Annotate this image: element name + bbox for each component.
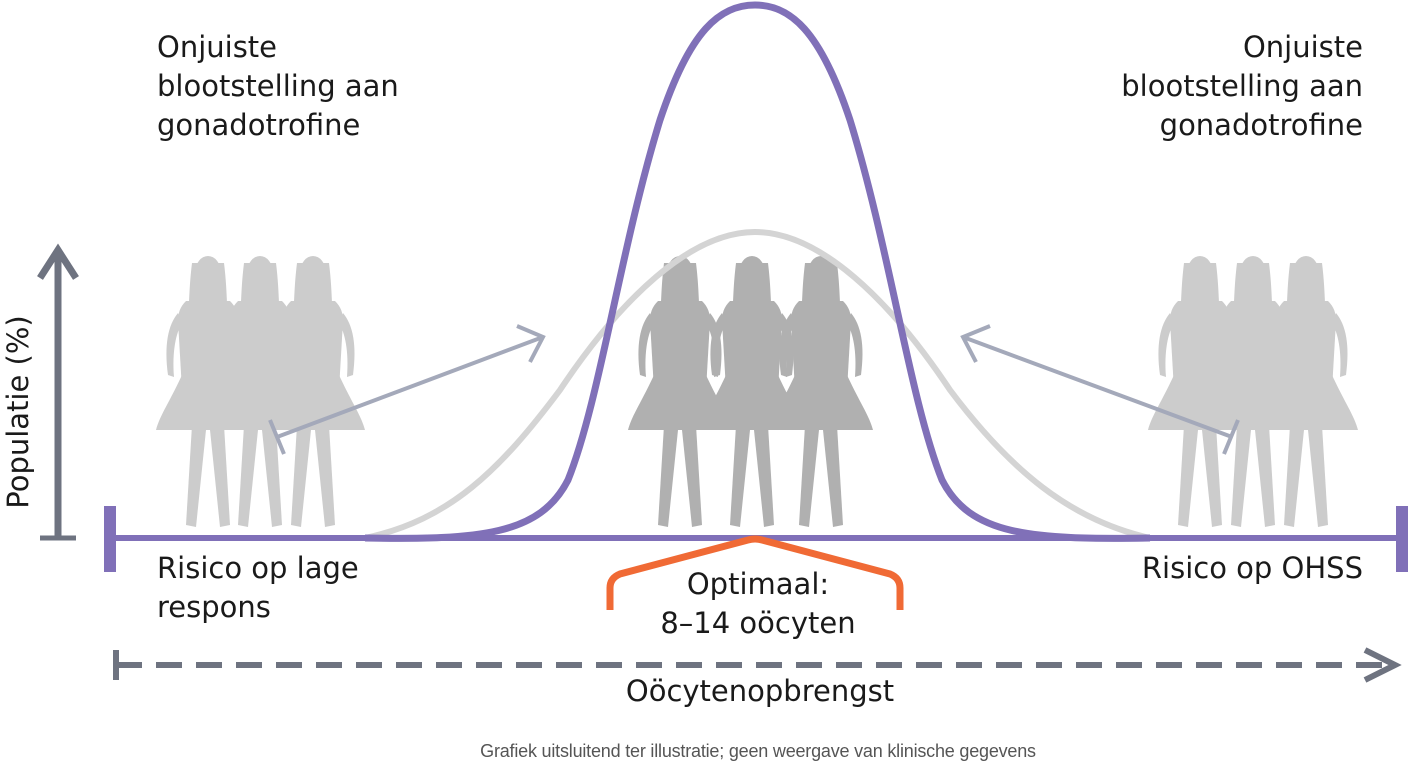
optimal-range-label: Optimaal: 8–14 oöcyten (660, 567, 856, 640)
silhouettes-right (1148, 256, 1358, 527)
x-axis-label: Oöcytenopbrengst (625, 674, 895, 708)
title-left: Onjuiste blootstelling aan gonadotrofine (157, 30, 399, 142)
arrow-left-to-center (268, 324, 546, 455)
y-axis-label: Populatie (%) (1, 315, 35, 509)
y-axis-arrow (37, 243, 79, 541)
caption: Grafiek uitsluitend ter illustratie; gee… (480, 741, 1036, 761)
silhouettes-center (628, 256, 873, 527)
arrow-right-to-center (960, 324, 1240, 455)
title-right: Onjuiste blootstelling aan gonadotrofine (1121, 30, 1363, 142)
ohss-risk-label: Risico op OHSS (1141, 551, 1363, 585)
optimal-range-bracket (606, 535, 904, 610)
wide-distribution-curve (364, 228, 1151, 541)
x-axis-arrow (113, 647, 1402, 683)
narrow-distribution-curve (364, 1, 1151, 542)
low-response-label: Risico op lage respons (157, 551, 359, 624)
silhouettes-left (156, 256, 365, 527)
woman-silhouette-icon (628, 256, 732, 527)
